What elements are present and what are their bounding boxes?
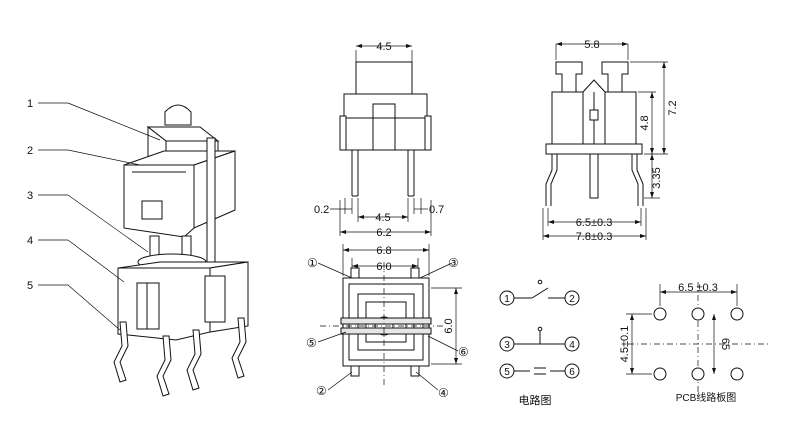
callout-2: 2 <box>27 145 33 157</box>
base-slot-right <box>204 275 226 323</box>
circuit-node-6-label: 6 <box>569 367 575 378</box>
side-pin-span: 6.5±0.3 <box>576 217 613 229</box>
pcb-pitch-x: 6.5 ±0.3 <box>678 282 718 294</box>
pcb-pad <box>691 367 705 381</box>
pin-label-4: ④ <box>438 386 449 400</box>
circuit-node-3-label: 3 <box>504 340 510 351</box>
side-height-total: 7.2 <box>667 100 679 115</box>
callout-5: 5 <box>27 280 33 292</box>
pin-label-6: ⑥ <box>458 345 469 359</box>
isometric-switch <box>113 104 249 397</box>
leg-2 <box>156 335 172 397</box>
pcb-center-dim: 65 <box>719 338 731 350</box>
front-plunger <box>372 103 396 151</box>
pcb-caption: PCB线路板图 <box>676 391 737 404</box>
front-right-offset: 0.7 <box>429 204 444 216</box>
top-outer-width: 6.8 <box>376 245 391 257</box>
circuit-node-2-label: 2 <box>569 294 575 305</box>
circuit-node-4-label: 4 <box>569 340 575 351</box>
base-slot <box>136 282 160 330</box>
top-inner-width: 6.0 <box>376 261 391 273</box>
front-top-width: 4.5 <box>376 41 391 53</box>
front-cap <box>355 61 413 95</box>
pin-label-3: ③ <box>448 256 459 270</box>
top-view: 6.8 6.0 6.0 ① ② ③ ④ ⑤ ⑥ <box>306 244 469 400</box>
circuit-node-5-label: 5 <box>504 367 510 378</box>
circuit-caption: 电路图 <box>519 394 552 407</box>
housing-window <box>141 200 163 220</box>
led-dome <box>164 104 192 126</box>
pin-label-2: ② <box>316 384 327 398</box>
pcb-pad <box>653 367 667 381</box>
base-front <box>117 267 211 341</box>
callout-1: 1 <box>27 98 33 110</box>
pin-label-1: ① <box>307 256 318 270</box>
pcb-layout: 6.5 ±0.3 4.5±0.1 65 PCB线路板图 <box>619 282 770 404</box>
leg-4 <box>231 317 247 379</box>
side-view: 5.8 4.8 7.2 3.35 6.5±0.3 7.8±0.3 <box>542 39 679 243</box>
circuit-node-1-label: 1 <box>504 294 510 305</box>
side-base <box>545 143 643 155</box>
callout-4: 4 <box>27 235 33 247</box>
callout-3: 3 <box>27 190 33 202</box>
pcb-pad <box>730 367 744 381</box>
pcb-pitch-y: 4.5±0.1 <box>619 326 631 363</box>
front-view: 4.5 0.2 4.5 0.7 6.2 <box>314 41 444 239</box>
leg-1 <box>113 321 129 383</box>
side-pin-length: 3.35 <box>651 167 663 188</box>
side-height-upper: 4.8 <box>639 115 651 130</box>
circuit-diagram: 1 2 3 4 5 6 电路图 <box>499 279 580 407</box>
callouts: 1 2 3 4 5 <box>27 98 161 331</box>
pcb-pad <box>653 307 667 321</box>
top-side-height: 6.0 <box>443 318 455 333</box>
front-body-width: 6.2 <box>376 227 391 239</box>
pcb-pad <box>691 307 705 321</box>
side-overall-span: 7.8±0.3 <box>576 231 613 243</box>
front-pin-pitch: 4.5 <box>375 212 390 224</box>
pcb-pad <box>730 307 744 321</box>
leg-3 <box>186 329 202 391</box>
side-top-width: 5.8 <box>584 39 599 51</box>
pin-label-5: ⑤ <box>306 336 317 350</box>
front-left-offset: 0.2 <box>314 204 329 216</box>
